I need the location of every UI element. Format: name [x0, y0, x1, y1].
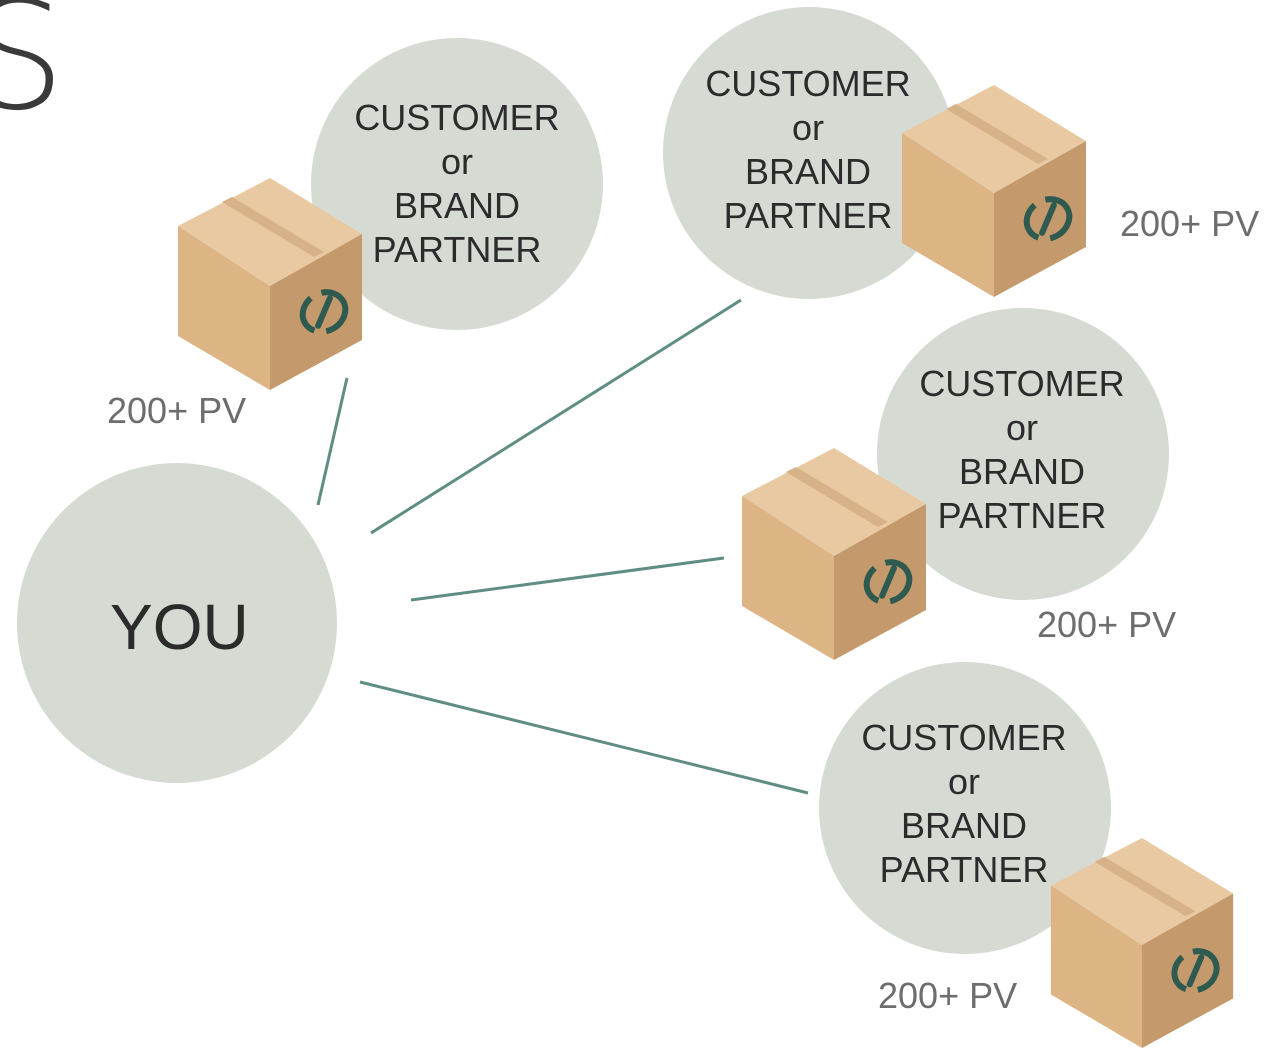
shipping-box-icon [178, 178, 362, 390]
connector-line-2 [370, 298, 742, 535]
pv-label-1: 200+ PV [107, 390, 247, 431]
node-label-line-partner: PARTNER [879, 849, 1049, 890]
node-label-line-brand: BRAND [393, 185, 521, 226]
connector-line-4 [359, 680, 809, 795]
node-label-line-customer: CUSTOMER [354, 97, 560, 138]
node-label-line-customer: CUSTOMER [861, 717, 1067, 758]
pv-label-4: 200+ PV [878, 975, 1018, 1016]
node-label-line-partner: PARTNER [372, 229, 542, 270]
node-label-3: CUSTOMER or BRAND PARTNER [900, 362, 1144, 538]
node-label-line-customer: CUSTOMER [919, 363, 1125, 404]
shipping-box-icon [1050, 838, 1234, 1048]
you-circle [17, 463, 337, 783]
pv-label-3: 200+ PV [1037, 604, 1177, 645]
connector-line-1 [316, 377, 349, 506]
you-label: YOU [110, 591, 249, 663]
node-label-line-brand: BRAND [958, 451, 1086, 492]
node-label-line-or: or [791, 107, 824, 148]
node-label-4: CUSTOMER or BRAND PARTNER [842, 716, 1086, 892]
leaf-swirl-logo-icon [299, 289, 349, 335]
leaf-swirl-logo-icon [863, 559, 913, 605]
leaf-swirl-logo-icon [1023, 196, 1073, 242]
node-label-line-brand: BRAND [744, 151, 872, 192]
node-label-line-or: or [947, 761, 980, 802]
connector-line-3 [410, 556, 725, 602]
shipping-box-icon [902, 85, 1086, 297]
pv-label-2: 200+ PV [1120, 203, 1260, 244]
node-label-line-customer: CUSTOMER [705, 63, 911, 104]
title-fragment: S [0, 0, 66, 144]
shipping-box-icon [742, 448, 926, 660]
node-label-line-partner: PARTNER [723, 195, 893, 236]
node-label-line-or: or [1005, 407, 1038, 448]
node-label-line-partner: PARTNER [937, 495, 1107, 536]
node-label-line-or: or [440, 141, 473, 182]
node-label-1: CUSTOMER or BRAND PARTNER [335, 96, 579, 272]
node-label-2: CUSTOMER or BRAND PARTNER [686, 62, 930, 238]
node-label-line-brand: BRAND [900, 805, 1028, 846]
leaf-swirl-logo-icon [1171, 948, 1220, 994]
